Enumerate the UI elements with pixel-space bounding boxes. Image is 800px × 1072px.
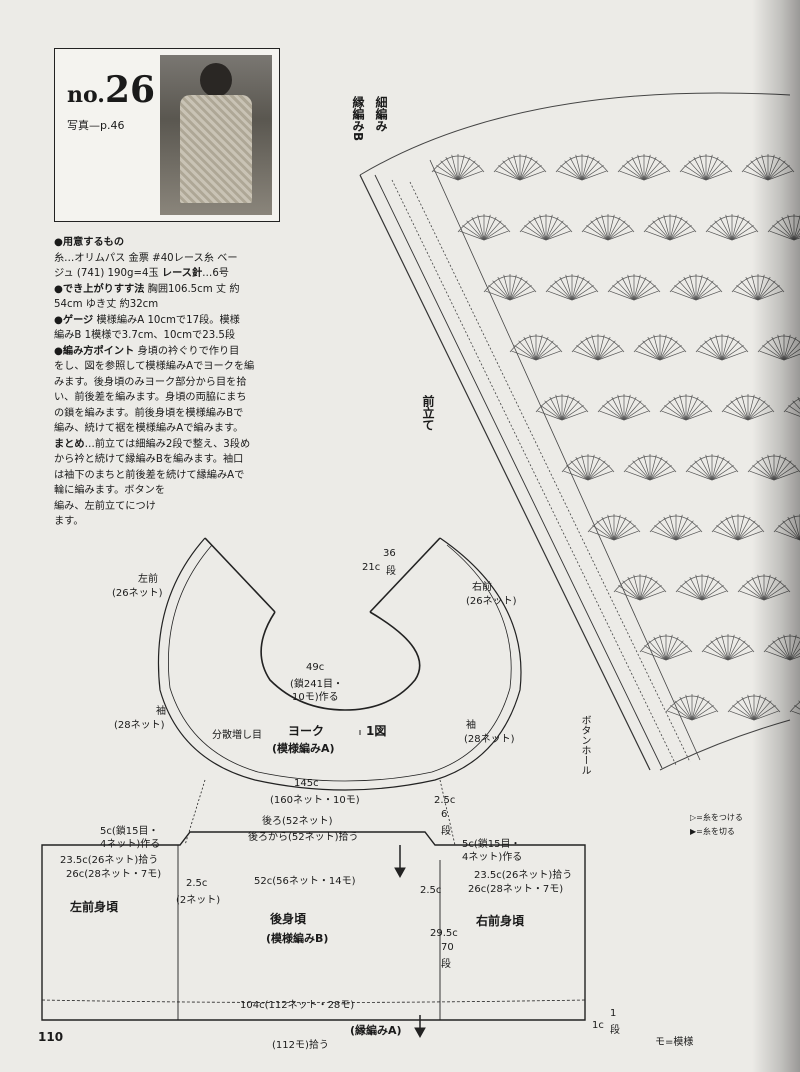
header-box: no.26 写真—p.46: [54, 48, 280, 222]
body-right-5c-2: 4ネット)作る: [462, 852, 523, 863]
size-line2: 54cm ゆき丈 約32cm: [54, 299, 159, 310]
body-height-70: 70: [441, 942, 454, 953]
yoke-diagram: [157, 537, 522, 846]
body-right-5c: 5c(鎖15目・: [462, 839, 521, 850]
yoke-left-front: 左前: [138, 574, 158, 585]
binding-shadow: [752, 0, 800, 1072]
finish-line1: から衿と続けて縁編みBを編みます。袖口: [54, 454, 244, 465]
yoke-fig: 1図: [366, 724, 387, 738]
yoke-right-front-net: (26ネット): [466, 596, 517, 607]
photo-garment: [180, 95, 252, 203]
materials-title: ●用意するもの: [54, 237, 125, 248]
body-left-23: 23.5c(26ネット)拾う: [60, 855, 159, 866]
points-line4: の鎖を編みます。前後身頃を模様編みBで: [54, 407, 244, 419]
pattern-number: no.26: [67, 69, 156, 111]
yoke-36-dan: 段: [386, 566, 396, 577]
body-hem-border: (縁編みA): [350, 1024, 402, 1037]
body-center-52c: 52c(56ネット・14モ): [254, 876, 356, 887]
yoke-hem-detail: (160ネット・10モ): [270, 795, 360, 806]
body-left-5c: 5c(鎖15目・: [100, 826, 159, 837]
body-right-23: 23.5c(26ネット)拾う: [474, 870, 573, 881]
yoke-left-front-net: (26ネット): [112, 588, 163, 599]
yoke-36: 36: [383, 548, 396, 559]
yoke-neck-49c: 49c: [306, 662, 325, 673]
yoke-neck-detail1: (鎖241目・: [290, 679, 343, 690]
yoke-neck-detail2: 10モ)作る: [292, 692, 339, 703]
yoke-sleeve-left-net: (28ネット): [114, 720, 165, 731]
crochet-chart: [359, 92, 800, 771]
body-right-6-dan: 段: [441, 826, 451, 837]
model-photo: [160, 55, 272, 215]
body-left-25: 2.5c: [186, 878, 208, 889]
points-line5: 編み、続けて裾を模様編みAで編みます。: [54, 423, 244, 434]
yoke-title: ヨーク: [288, 724, 325, 738]
body-height-295: 29.5c: [430, 928, 458, 939]
body-right-25b: 2.5c: [420, 885, 442, 896]
label-front-band: 前立て: [421, 395, 435, 431]
body-right-6: 6: [441, 809, 448, 820]
body-hem-104: 104c(112ネット・28モ): [240, 1000, 355, 1011]
finish-line3: 輪に編みます。ボタンを: [54, 485, 166, 496]
body-hem-dan: 段: [610, 1025, 620, 1036]
fan-stitches: [431, 154, 800, 721]
materials-line2: ジュ (741) 190g=4玉 レース針…6号: [54, 268, 229, 279]
legend-motif: モ=模様: [655, 1037, 694, 1048]
yoke-pattern: (模様編みA): [272, 742, 335, 755]
body-right-26: 26c(28ネット・7モ): [468, 884, 564, 895]
page-number: 110: [38, 1030, 64, 1044]
back-body: 後身頃: [270, 912, 307, 926]
yoke-right-front: 右前: [472, 582, 492, 593]
label-edge-b: 縁編みB: [351, 96, 365, 142]
body-height-dan: 段: [441, 959, 451, 970]
body-left-25-net: (2ネット): [176, 895, 221, 906]
finish-line4: 編み、左前立てにつけ: [54, 500, 156, 512]
yoke-sleeve-left: 袖: [156, 706, 166, 717]
instructions: ●用意するもの 糸…オリムパス 金票 #40レース糸 ベー ジュ (741) 1…: [54, 235, 294, 530]
yoke-sleeve-right: 袖: [466, 720, 476, 731]
body-back-pick: 後ろから(52ネット)拾う: [248, 832, 359, 843]
back-body-pattern: (模様編みB): [266, 932, 329, 945]
right-front-body: 右前身頃: [476, 914, 525, 928]
finish-line0: まとめ…前立ては細編み2段で整え、3段め: [54, 438, 251, 450]
points-line0: ●編み方ポイント 身頃の衿ぐりで作り目: [54, 345, 240, 357]
materials-line1: 糸…オリムパス 金票 #40レース糸 ベー: [54, 252, 238, 264]
yoke-21c: 21c: [362, 562, 381, 573]
yoke-distributed-inc: 分散増し目: [212, 730, 262, 741]
yoke-sleeve-right-net: (28ネット): [464, 734, 515, 745]
label-fine-stitch: 細編み: [374, 96, 388, 132]
points-line1: をし、図を参照して模様編みAでヨークを編: [54, 361, 255, 372]
legend-cut: ▶=糸を切る: [690, 827, 735, 836]
body-right-25a: 2.5c: [434, 795, 456, 806]
finish-line2: は袖下のまちと前後差を続けて縁編みAで: [54, 469, 245, 481]
legend-attach: ▷=糸をつける: [690, 813, 743, 822]
photo-reference: 写真—p.46: [67, 119, 125, 132]
points-line2: みます。後身頃のみヨーク部分から目を拾: [54, 376, 247, 388]
body-left-26: 26c(28ネット・7モ): [66, 869, 162, 880]
gauge-line2: 編みB 1模様で3.7cm、10cmで23.5段: [54, 330, 236, 341]
yoke-hem-145c: 145c: [294, 778, 319, 789]
body-hem-pick: (112モ)拾う: [272, 1040, 329, 1051]
body-hem-1: 1: [610, 1008, 617, 1019]
body-back-52: 後ろ(52ネット): [262, 816, 333, 827]
points-line3: い、前後差を編みます。身頃の両脇にまち: [54, 392, 247, 403]
body-hem-1c: 1c: [592, 1020, 604, 1031]
size-line1: ●でき上がりすす法 胸囲106.5cm 丈 約: [54, 283, 240, 295]
left-front-body: 左前身頃: [70, 900, 119, 914]
gauge-line1: ●ゲージ 模様編みA 10cmで17段。模様: [54, 314, 240, 326]
finish-line5: ます。: [54, 516, 84, 527]
body-left-5c-2: 4ネット)作る: [100, 839, 161, 850]
body-diagram: [41, 730, 586, 1039]
label-buttonhole: ボタンホール: [579, 715, 590, 775]
photo-head: [200, 63, 232, 97]
